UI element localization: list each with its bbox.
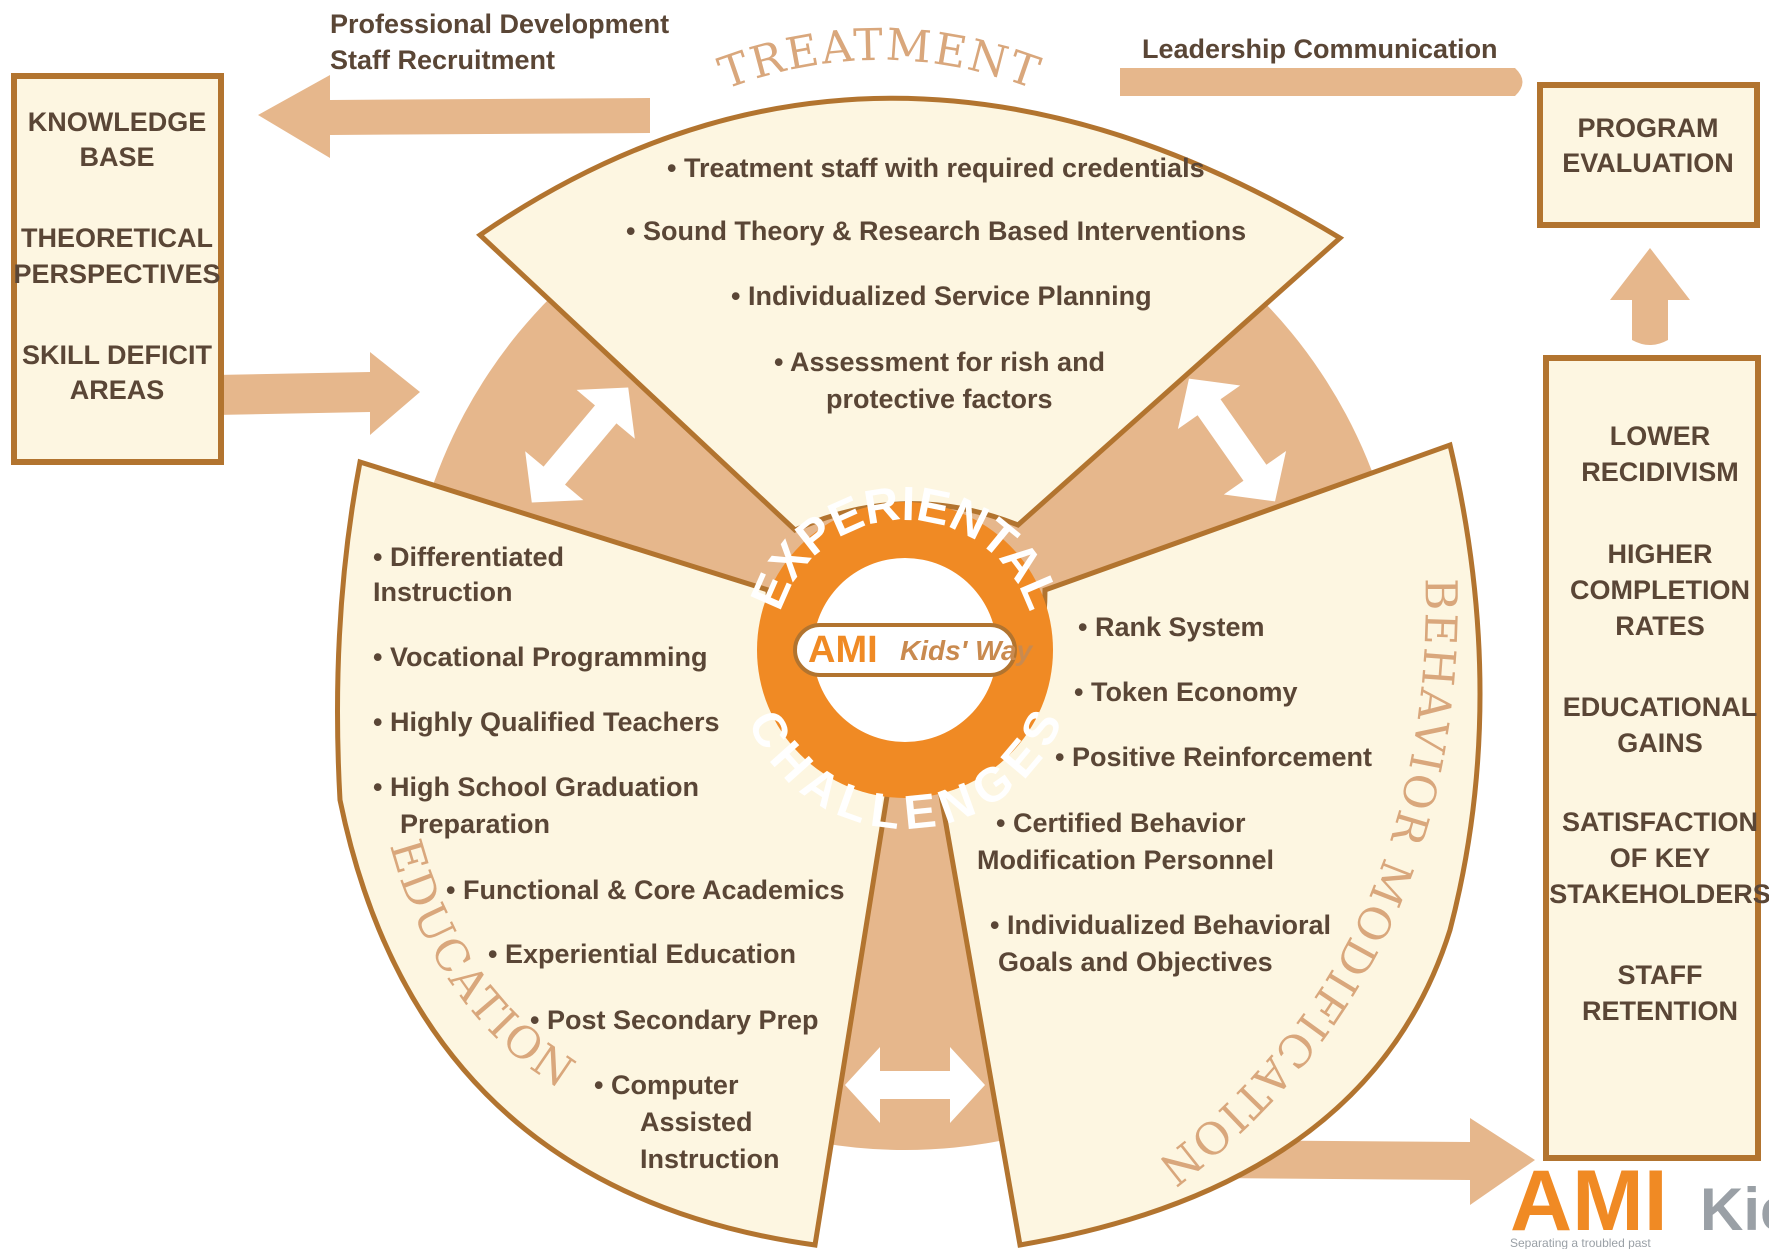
program-evaluation-box: [1537, 82, 1760, 228]
program-evaluation-line: PROGRAM: [1578, 113, 1719, 143]
treatment-item: • Assessment for rish and: [774, 347, 1105, 377]
outcome-line: EDUCATIONAL: [1563, 692, 1757, 722]
behavior-item: Modification Personnel: [977, 845, 1274, 875]
behavior-item: • Rank System: [1078, 612, 1265, 642]
outcomes-box: [1543, 355, 1761, 1161]
treatment-item: • Treatment staff with required credenti…: [667, 153, 1205, 183]
outcome-line: SATISFACTION: [1562, 807, 1758, 837]
behavior-item: • Positive Reinforcement: [1055, 742, 1372, 772]
double-arrow-right-icon: [1177, 378, 1287, 502]
left-box-line: AREAS: [70, 375, 165, 405]
professional-development-label: Professional Development: [330, 9, 669, 39]
outcome-line: RETENTION: [1582, 996, 1738, 1026]
left-box-line: BASE: [79, 142, 154, 172]
treatment-title: TREATMENT: [712, 19, 1047, 99]
badge-ami-text: AMI: [808, 629, 878, 671]
program-evaluation-line: EVALUATION: [1562, 148, 1734, 178]
left-arrow-professional-development: [258, 75, 650, 158]
education-item: Assisted: [640, 1107, 753, 1137]
education-item: Preparation: [400, 809, 550, 839]
left-box-line: THEORETICAL: [21, 223, 213, 253]
education-item: • Highly Qualified Teachers: [373, 707, 720, 737]
arrow-knowledge-to-circle: [202, 352, 420, 435]
logo-mark: AMI: [1510, 1153, 1668, 1249]
behavior-item: • Token Economy: [1074, 677, 1298, 707]
right-bar-leadership-communication: [1120, 68, 1523, 96]
double-arrow-bottom-icon: [845, 1047, 985, 1123]
knowledge-base-box: [11, 73, 224, 465]
outcome-line: GAINS: [1617, 728, 1703, 758]
education-item: • Functional & Core Academics: [446, 875, 845, 905]
outcome-line: HIGHER: [1607, 539, 1712, 569]
outcome-line: OF KEY: [1610, 843, 1711, 873]
behavior-item: • Individualized Behavioral: [990, 910, 1331, 940]
left-box-line: PERSPECTIVES: [13, 259, 220, 289]
education-item: • Experiential Education: [488, 939, 796, 969]
outcome-line: RECIDIVISM: [1581, 457, 1739, 487]
education-item: • High School Graduation: [373, 772, 699, 802]
treatment-item: • Sound Theory & Research Based Interven…: [626, 216, 1246, 246]
left-box-line: SKILL DEFICIT: [22, 340, 213, 370]
double-arrow-left-icon: [525, 387, 635, 503]
education-item: • Vocational Programming: [373, 642, 708, 672]
center-badge: [793, 623, 1017, 677]
behavior-item: Goals and Objectives: [998, 947, 1273, 977]
outcome-line: STAKEHOLDERS: [1549, 879, 1769, 909]
education-item: • Computer: [594, 1070, 739, 1100]
leadership-communication-label: Leadership Communication: [1142, 34, 1498, 64]
outcome-line: COMPLETION: [1570, 575, 1750, 605]
staff-recruitment-label: Staff Recruitment: [330, 45, 555, 75]
behavior-item: • Certified Behavior: [996, 808, 1246, 838]
education-item: • Differentiated: [373, 542, 564, 572]
outcome-line: RATES: [1615, 611, 1705, 641]
education-item: Instruction: [640, 1144, 780, 1174]
badge-kidsway-text: Kids' Way: [900, 635, 1034, 666]
education-item: • Post Secondary Prep: [530, 1005, 819, 1035]
treatment-item: protective factors: [826, 384, 1053, 414]
treatment-item: • Individualized Service Planning: [731, 281, 1152, 311]
outcome-line: LOWER: [1610, 421, 1711, 451]
outcome-line: STAFF: [1618, 960, 1703, 990]
education-item: Instruction: [373, 577, 513, 607]
logo-text: Kic: [1700, 1176, 1769, 1243]
up-arrow-to-evaluation: [1610, 248, 1690, 345]
arrow-to-outcomes: [1210, 1118, 1535, 1205]
amikids-logo: AMI Kic Separating a troubled past: [1510, 1153, 1769, 1249]
left-box-line: KNOWLEDGE: [28, 107, 207, 137]
logo-tagline: Separating a troubled past: [1510, 1236, 1651, 1249]
